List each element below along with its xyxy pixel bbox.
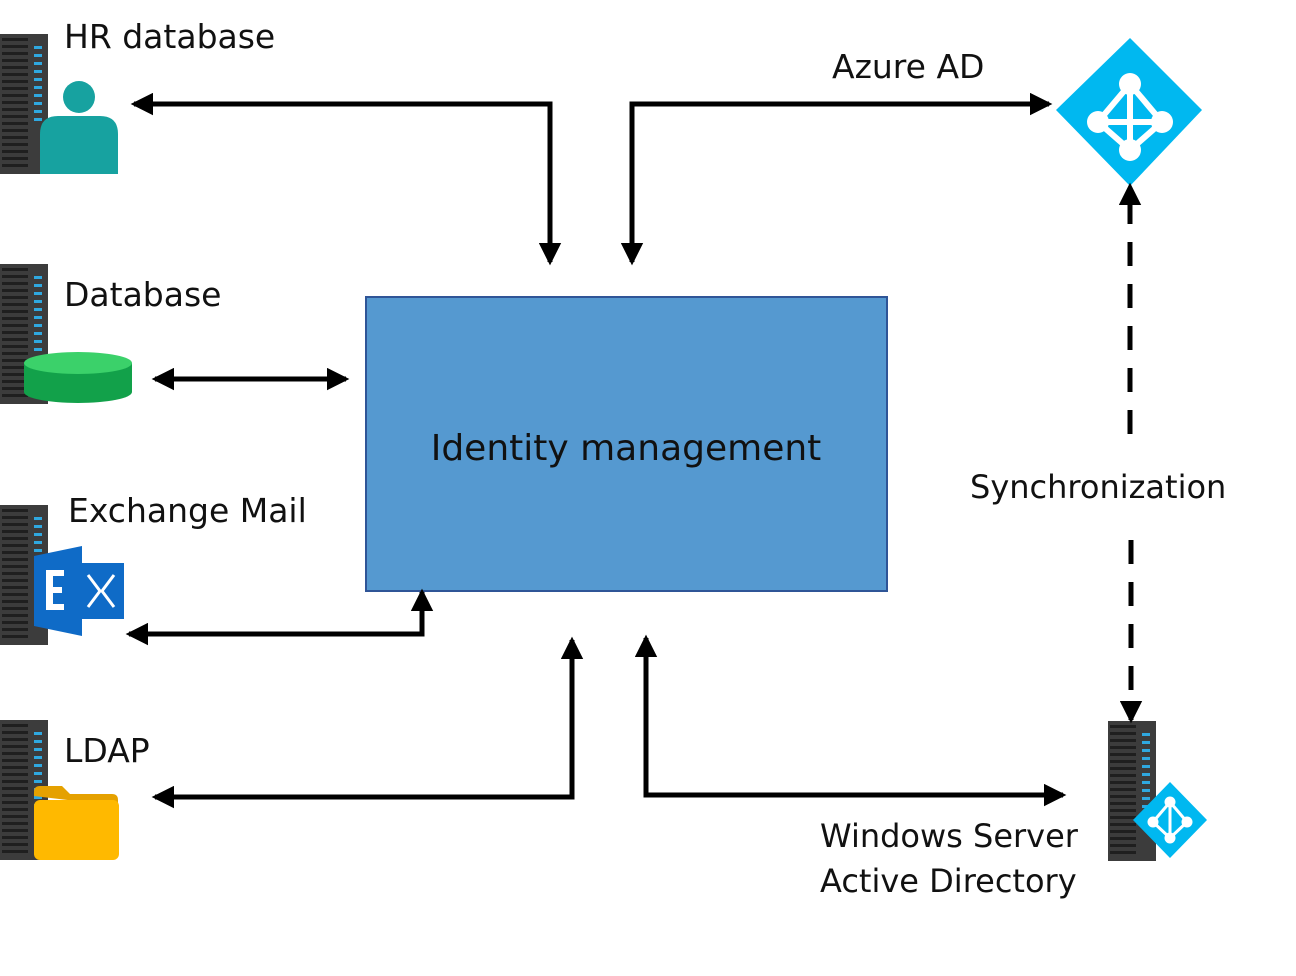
person-icon — [40, 81, 118, 174]
server-icon — [1108, 721, 1156, 861]
folder-icon — [34, 786, 119, 860]
active-directory-icon — [1133, 782, 1207, 858]
windows-connector — [634, 634, 1067, 807]
windows-server-ad-system: Windows Server Active Directory — [820, 721, 1207, 900]
hr-database-system: HR database — [0, 17, 275, 174]
identity-management-label: Identity management — [431, 428, 822, 469]
ldap-system: LDAP — [0, 720, 150, 860]
exchange-connector — [125, 588, 434, 646]
azure-ad-system: Azure AD — [832, 38, 1202, 186]
windows-server-label-line1: Windows Server — [820, 817, 1079, 855]
exchange-icon — [34, 546, 124, 636]
azure-ad-label: Azure AD — [832, 47, 984, 86]
exchange-mail-label: Exchange Mail — [68, 491, 307, 530]
database-system: Database — [0, 264, 221, 404]
azure-connector — [620, 92, 1053, 266]
database-cylinder-icon — [24, 352, 132, 403]
ldap-label: LDAP — [64, 731, 150, 770]
hr-database-label: HR database — [64, 17, 275, 56]
identity-management-box — [365, 296, 888, 592]
synchronization-label: Synchronization — [970, 468, 1226, 506]
azure-ad-icon — [1056, 38, 1202, 186]
database-label: Database — [64, 275, 221, 314]
windows-server-label-line2: Active Directory — [820, 862, 1077, 900]
hr-connector — [130, 92, 562, 266]
exchange-mail-system: Exchange Mail — [0, 491, 307, 645]
ldap-connector — [151, 636, 584, 809]
